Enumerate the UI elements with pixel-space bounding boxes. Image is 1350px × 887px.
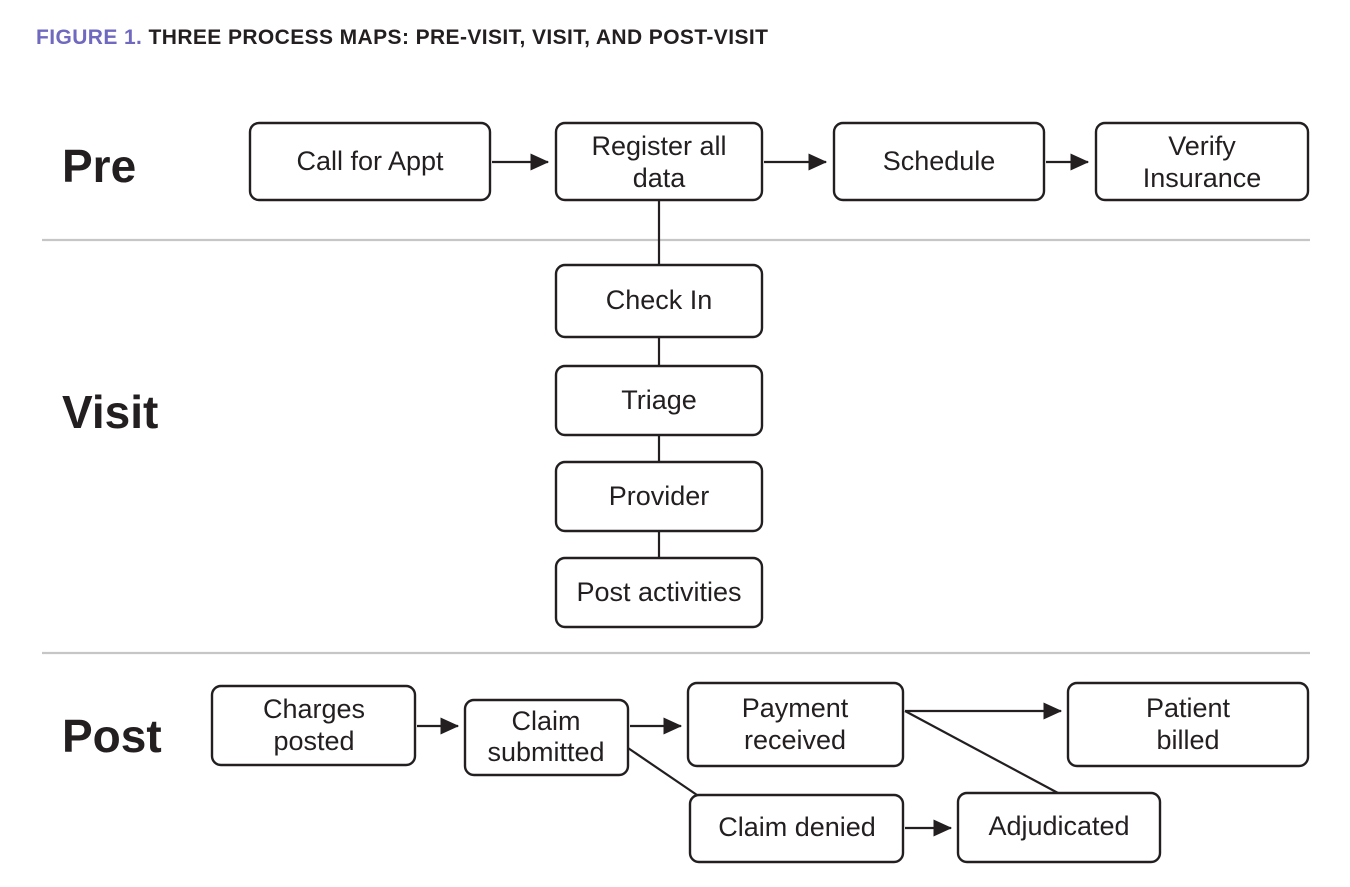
node-verify-insurance-label-line2: Insurance xyxy=(1143,163,1262,193)
node-claim-submitted-label-line1: Claim xyxy=(511,706,580,736)
node-check-in-box[interactable] xyxy=(554,263,764,339)
node-claim-denied[interactable]: Claim denied xyxy=(688,793,905,864)
node-register-all-data-label-line1: Register all xyxy=(591,131,726,161)
node-triage-label: Triage xyxy=(621,385,697,415)
node-patient-billed-label-line2: billed xyxy=(1156,725,1219,755)
node-post-activities[interactable]: Post activities xyxy=(554,556,764,629)
node-adjudicated[interactable]: Adjudicated xyxy=(956,791,1162,864)
node-triage-box[interactable] xyxy=(554,364,764,437)
figure-title: FIGURE 1. THREE PROCESS MAPS: PRE-VISIT,… xyxy=(36,26,768,50)
node-patient-billed-label-line1: Patient xyxy=(1146,693,1231,723)
node-check-in-label: Check In xyxy=(606,285,713,315)
node-adjudicated-box[interactable] xyxy=(956,791,1162,864)
node-schedule-box[interactable] xyxy=(832,121,1046,202)
node-provider-box[interactable] xyxy=(554,460,764,533)
section-pre: Pre Call for Appt Register all data Sche… xyxy=(62,121,1310,266)
node-charges-posted-box[interactable] xyxy=(210,684,417,767)
node-payment-received-label-line1: Payment xyxy=(742,693,849,723)
node-provider-label: Provider xyxy=(609,481,710,511)
node-schedule[interactable]: Schedule xyxy=(832,121,1046,202)
node-schedule-label: Schedule xyxy=(883,146,996,176)
figure-title-prefix: FIGURE 1. xyxy=(36,26,143,49)
node-claim-denied-box[interactable] xyxy=(688,793,905,864)
node-post-activities-box[interactable] xyxy=(554,556,764,629)
node-check-in[interactable]: Check In xyxy=(554,263,764,339)
node-patient-billed-box[interactable] xyxy=(1066,681,1310,768)
node-claim-denied-label: Claim denied xyxy=(718,812,876,842)
edge-payment-to-adjudicated xyxy=(904,710,1059,794)
node-register-all-data-box[interactable] xyxy=(554,121,764,202)
node-call-for-appt-label: Call for Appt xyxy=(296,146,444,176)
node-payment-received-label-line2: received xyxy=(744,725,846,755)
row-label-visit: Visit xyxy=(62,386,158,438)
node-verify-insurance-label-line1: Verify xyxy=(1168,131,1236,161)
node-verify-insurance-box[interactable] xyxy=(1094,121,1310,202)
node-payment-received-box[interactable] xyxy=(686,681,905,768)
node-patient-billed[interactable]: Patient billed xyxy=(1066,681,1310,768)
node-adjudicated-label: Adjudicated xyxy=(988,811,1129,841)
row-label-pre: Pre xyxy=(62,140,136,192)
node-verify-insurance[interactable]: Verify Insurance xyxy=(1094,121,1310,202)
node-register-all-data-label-line2: data xyxy=(633,163,687,193)
node-claim-submitted[interactable]: Claim submitted xyxy=(463,698,630,777)
section-visit: Visit Check In Triage Provider Post acti… xyxy=(62,263,764,629)
figure-title-rest: THREE PROCESS MAPS: PRE-VISIT, VISIT, AN… xyxy=(142,26,769,49)
node-post-activities-label: Post activities xyxy=(576,577,741,607)
row-label-post: Post xyxy=(62,710,162,762)
section-post: Post Charges posted Claim submitted Pa xyxy=(62,681,1310,864)
node-call-for-appt[interactable]: Call for Appt xyxy=(248,121,492,202)
node-charges-posted[interactable]: Charges posted xyxy=(210,684,417,767)
node-register-all-data[interactable]: Register all data xyxy=(554,121,764,202)
node-claim-submitted-box[interactable] xyxy=(463,698,630,777)
node-triage[interactable]: Triage xyxy=(554,364,764,437)
node-charges-posted-label-line2: posted xyxy=(273,726,354,756)
node-charges-posted-label-line1: Charges xyxy=(263,694,365,724)
node-provider[interactable]: Provider xyxy=(554,460,764,533)
node-claim-submitted-label-line2: submitted xyxy=(487,737,604,767)
node-payment-received[interactable]: Payment received xyxy=(686,681,905,768)
edge-claim-submitted-to-claim-denied xyxy=(627,747,698,796)
node-call-for-appt-box[interactable] xyxy=(248,121,492,202)
